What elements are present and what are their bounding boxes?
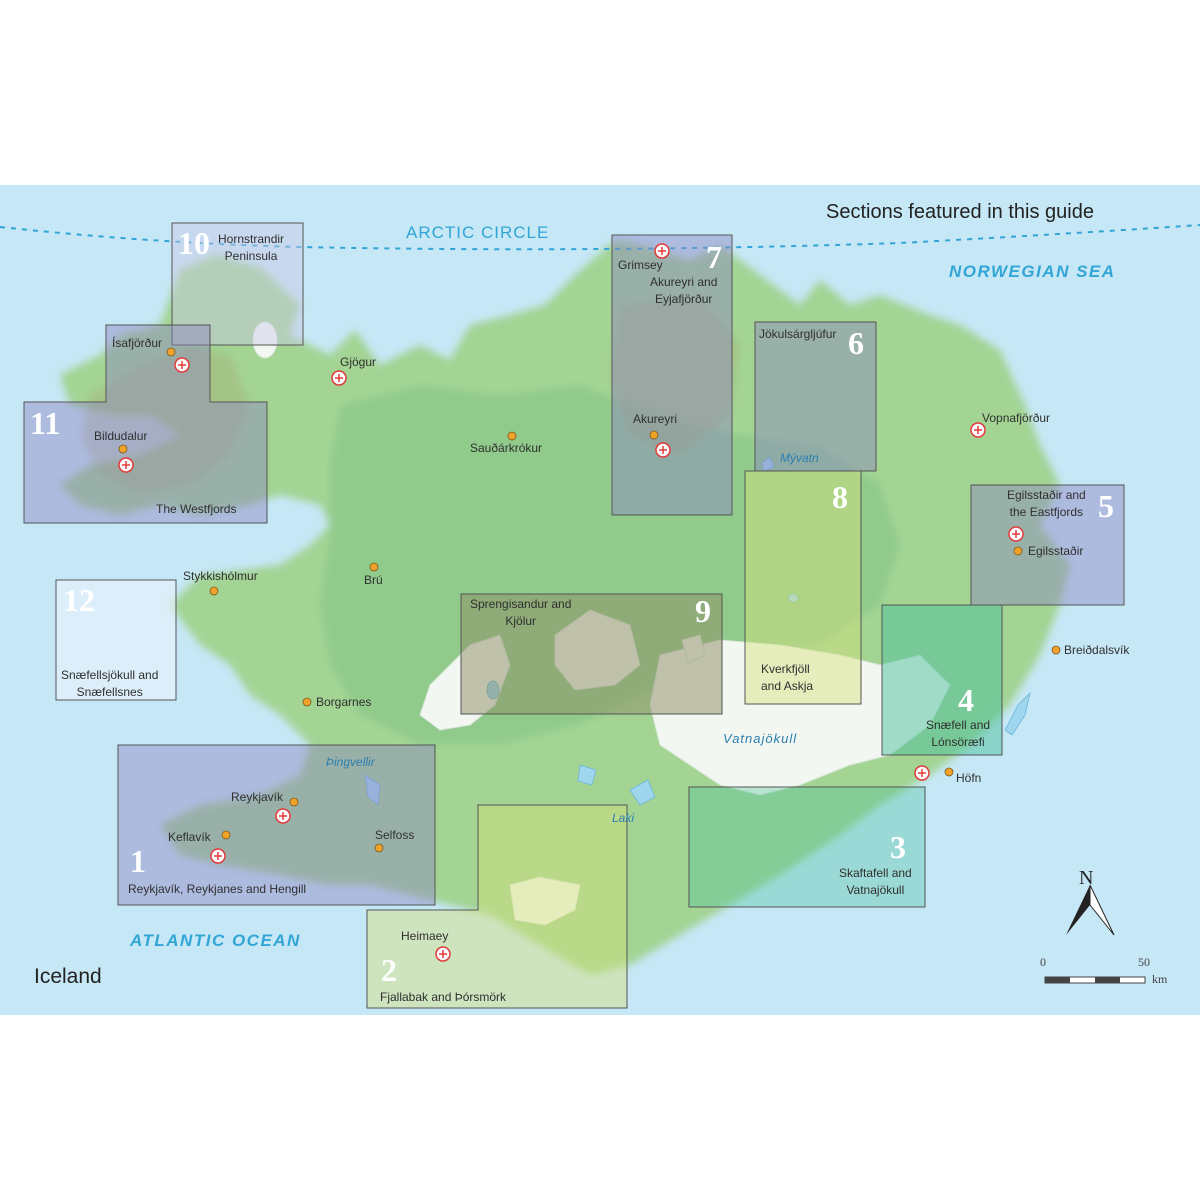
section-number-8: 8 [832,479,848,515]
feature-thingvellir: Þingvellir [326,755,375,769]
section-number-11: 11 [30,405,61,441]
section-title-5: Egilsstaðir and the Eastfjords [1007,488,1086,519]
section-number-7: 7 [706,239,722,275]
scale-end: 50 [1138,955,1150,969]
airport-markers [118,243,1024,962]
section-title-10: Hornstrandir Peninsula [218,232,285,263]
section-title-6: Jökulsárgljúfur [759,327,837,341]
map-panel: Sections featured in this guide ARCTIC C… [0,185,1200,1015]
town-stykkisholmur: Stykkishólmur [183,569,258,583]
section-title-7: Akureyri and Eyjafjörður [650,275,718,306]
feature-myvatn: Mývatn [780,451,819,465]
section-number-9: 9 [695,593,711,629]
section-title-11: The Westfjords [156,502,237,516]
town-gjogur: Gjögur [340,355,377,369]
section-title-8: Kverkfjöll and Askja [761,662,814,693]
scale-bar [1044,976,1146,984]
section-number-12: 12 [63,582,95,618]
north-arrow-icon [1066,884,1115,936]
section-title-4: Snæfell and Lónsöræfi [926,718,991,749]
town-reykjavik: Reykjavík [231,790,284,804]
section-boxes [23,222,1125,1009]
arctic-circle-label: ARCTIC CIRCLE [406,223,550,242]
town-borgarnes: Borgarnes [316,695,372,709]
feature-vatnajokull: Vatnajökull [723,731,798,746]
atlantic-ocean-label: ATLANTIC OCEAN [130,931,301,950]
section-number-1: 1 [130,843,146,879]
town-grimsey: Grimsey [618,258,663,272]
norwegian-sea-label: NORWEGIAN SEA [949,262,1116,281]
map-title: Iceland [34,965,102,988]
section-number-5: 5 [1098,488,1114,524]
town-bildudalur: Bildudalur [94,429,148,443]
section-title-12: Snæfellsjökull and Snæfellsnes [61,668,159,699]
section-number-3: 3 [890,829,906,865]
town-vopnafjordur: Vopnafjörður [982,411,1051,425]
feature-laki: Laki [612,811,635,825]
town-selfoss: Selfoss [375,828,415,842]
section-number-10: 10 [178,225,210,261]
section-title-2: Fjallabak and Þórsmörk [380,990,507,1004]
town-keflavik: Keflavík [168,830,211,844]
town-hofn: Höfn [956,771,982,785]
map-canvas [0,185,1200,1015]
section-title-3: Skaftafell and Vatnajökull [839,866,912,897]
section-title-1: Reykjavík, Reykjanes and Hengill [128,882,307,896]
header-title: Sections featured in this guide [826,201,1094,223]
town-akureyri: Akureyri [633,412,678,426]
compass-north-label: N [1079,867,1094,889]
scale-start: 0 [1040,955,1046,969]
town-markers [118,347,1061,853]
town-saudarkrokur: Sauðárkrókur [470,441,543,455]
section-title-9: Sprengisandur and Kjölur [470,597,572,628]
town-breiddalsvik: Breiðdalsvík [1064,643,1130,657]
town-heimaey: Heimaey [401,929,449,943]
section-number-2: 2 [381,952,397,988]
section-number-4: 4 [958,682,974,718]
town-bru: Brú [364,573,383,587]
scale-unit: km [1152,972,1168,986]
section-number-6: 6 [848,325,864,361]
town-isafjordur: Ísafjörður [112,336,163,350]
town-egilsstadir: Egilsstaðir [1028,544,1084,558]
